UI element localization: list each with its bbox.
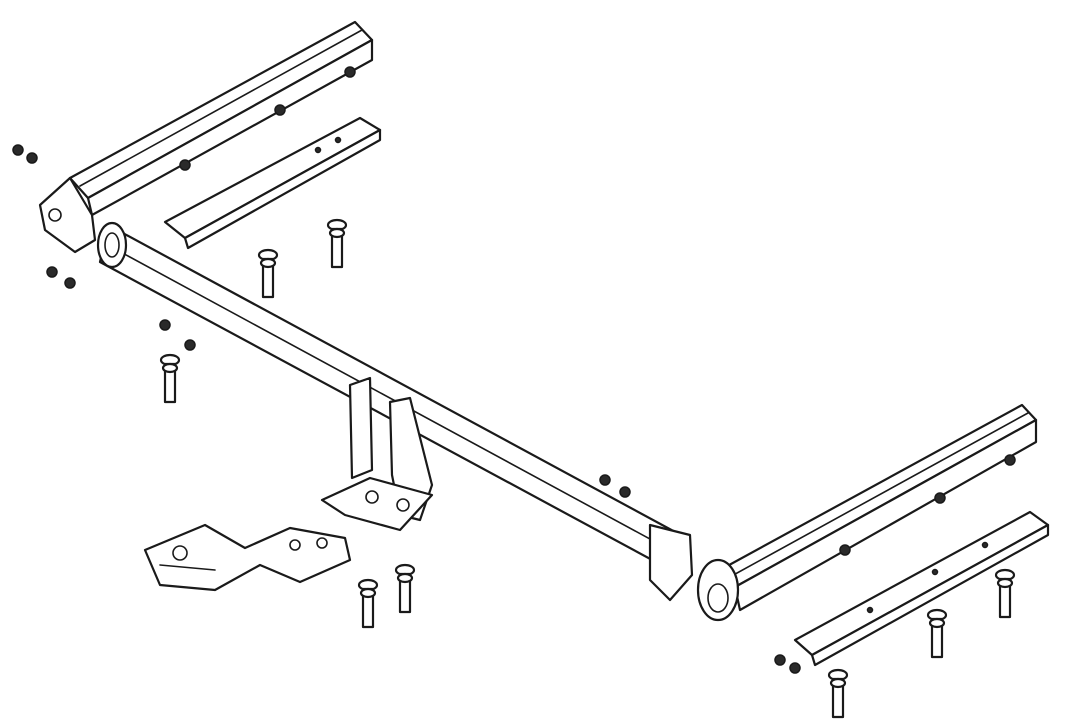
nut: [159, 319, 171, 331]
bolt: [357, 578, 379, 629]
nut: [774, 654, 786, 666]
left-mounting-plate: [163, 116, 382, 250]
bolt: [827, 668, 849, 719]
right-side-rail: [696, 403, 1038, 622]
nut: [184, 339, 196, 351]
right-mounting-plate: [793, 510, 1050, 667]
nut: [789, 662, 801, 674]
bolt: [257, 248, 279, 299]
bolt: [926, 608, 948, 659]
bolt: [159, 353, 181, 404]
nut: [64, 277, 76, 289]
bolt: [326, 218, 348, 269]
bolt: [994, 568, 1016, 619]
nut: [12, 144, 24, 156]
nut: [26, 152, 38, 164]
left-side-rail: [38, 20, 374, 254]
bolt: [394, 563, 416, 614]
nut: [619, 486, 631, 498]
center-drop-bracket: [320, 376, 434, 532]
tow-ball-mount: [143, 523, 352, 592]
nut: [46, 266, 58, 278]
fasteners: [12, 144, 1016, 719]
nut: [599, 474, 611, 486]
